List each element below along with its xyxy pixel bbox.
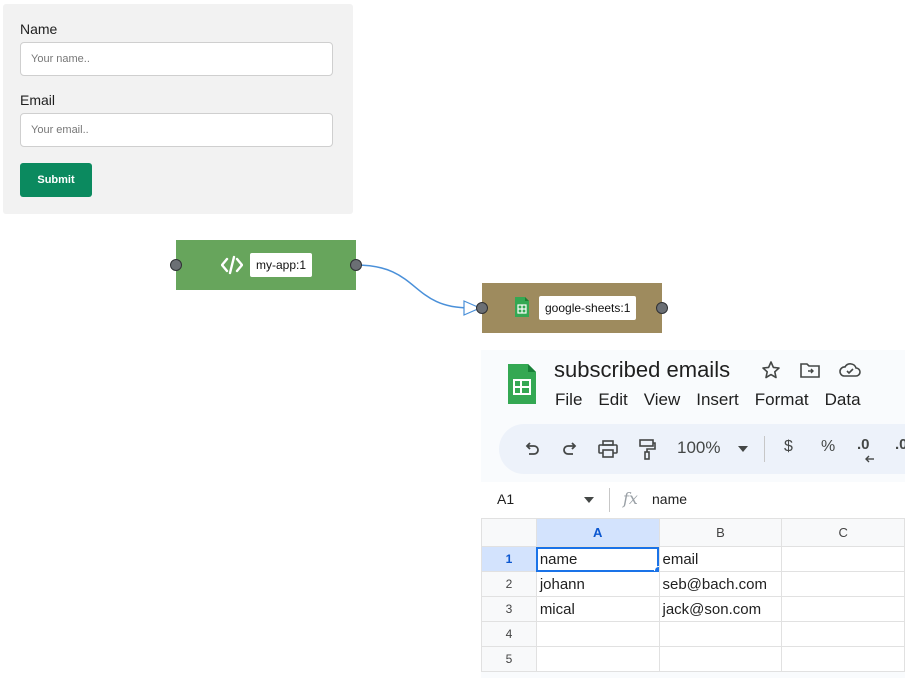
currency-format-button[interactable]: $ bbox=[784, 438, 793, 455]
cell[interactable]: seb@bach.com bbox=[658, 571, 783, 597]
menu-edit[interactable]: Edit bbox=[598, 390, 628, 409]
print-icon[interactable] bbox=[597, 439, 619, 459]
chevron-down-icon[interactable] bbox=[738, 446, 748, 452]
cell[interactable] bbox=[535, 621, 660, 647]
contact-form: Name Email Submit bbox=[3, 4, 353, 214]
star-icon[interactable] bbox=[761, 360, 781, 380]
table-row: 5 bbox=[481, 646, 905, 672]
row-header[interactable]: 3 bbox=[481, 596, 537, 622]
column-header-c[interactable]: C bbox=[781, 518, 905, 547]
cell-text: name bbox=[539, 550, 578, 568]
cell[interactable] bbox=[781, 571, 905, 597]
menu-view[interactable]: View bbox=[643, 390, 681, 409]
formula-input[interactable]: name bbox=[652, 491, 688, 507]
google-sheets-window: subscribed emails File Edit View Insert Form… bbox=[481, 350, 905, 678]
column-header-b[interactable]: B bbox=[658, 518, 783, 547]
submit-button[interactable]: Submit bbox=[20, 163, 92, 197]
menu-insert[interactable]: Insert bbox=[696, 390, 739, 409]
formula-bar: A1 fx name bbox=[481, 482, 905, 518]
zoom-select[interactable]: 100% bbox=[677, 438, 721, 457]
row-header[interactable]: 4 bbox=[481, 621, 537, 647]
percent-format-button[interactable]: % bbox=[821, 438, 836, 455]
toolbar-divider bbox=[764, 436, 765, 462]
table-row: 1 name email bbox=[481, 546, 905, 572]
node-label: my-app:1 bbox=[250, 253, 313, 277]
node-input-port[interactable] bbox=[170, 259, 182, 271]
table-row: 2 johann seb@bach.com bbox=[481, 571, 905, 597]
formula-divider bbox=[609, 488, 610, 512]
increase-decimal-button[interactable]: .0 bbox=[895, 436, 905, 453]
sheets-logo-icon bbox=[508, 364, 536, 404]
cell[interactable] bbox=[781, 546, 905, 572]
email-label: Email bbox=[20, 92, 56, 108]
decrease-decimal-button[interactable]: .0 bbox=[857, 436, 870, 453]
menu-bar: File Edit View Insert Format Data bbox=[555, 390, 877, 410]
cell[interactable]: johann bbox=[535, 571, 660, 597]
cell[interactable]: jack@son.com bbox=[658, 596, 783, 622]
cell[interactable] bbox=[781, 646, 905, 672]
move-folder-icon[interactable] bbox=[799, 361, 821, 379]
cell[interactable] bbox=[658, 646, 783, 672]
row-header[interactable]: 5 bbox=[481, 646, 537, 672]
row-header[interactable]: 2 bbox=[481, 571, 537, 597]
cell[interactable] bbox=[781, 596, 905, 622]
node-input-port[interactable] bbox=[476, 302, 488, 314]
column-header-a[interactable]: A bbox=[535, 518, 660, 547]
sheets-icon bbox=[515, 297, 529, 317]
email-input[interactable] bbox=[20, 113, 333, 147]
fill-handle[interactable] bbox=[653, 566, 659, 571]
cell-a1[interactable]: name bbox=[535, 546, 660, 572]
node-label: google-sheets:1 bbox=[539, 296, 637, 320]
toolbar: 100% $ % .0 .0 bbox=[499, 424, 905, 474]
node-my-app[interactable]: my-app:1 bbox=[170, 240, 362, 290]
code-icon bbox=[221, 255, 243, 275]
name-box[interactable]: A1 bbox=[497, 491, 515, 507]
node-output-port[interactable] bbox=[350, 259, 362, 271]
cell[interactable] bbox=[535, 646, 660, 672]
undo-icon[interactable] bbox=[523, 440, 541, 458]
menu-format[interactable]: Format bbox=[754, 390, 809, 409]
name-label: Name bbox=[20, 21, 58, 37]
paint-format-icon[interactable] bbox=[637, 438, 657, 460]
redo-icon[interactable] bbox=[561, 440, 579, 458]
spreadsheet-grid: A B C 1 name email 2 johann seb@bach.com… bbox=[481, 518, 905, 672]
node-output-port[interactable] bbox=[656, 302, 668, 314]
arrow-left-icon bbox=[865, 455, 874, 463]
cloud-saved-icon[interactable] bbox=[838, 361, 862, 379]
menu-data[interactable]: Data bbox=[824, 390, 861, 409]
name-input[interactable] bbox=[20, 42, 333, 76]
row-header[interactable]: 1 bbox=[481, 546, 537, 572]
cell[interactable] bbox=[658, 621, 783, 647]
document-title[interactable]: subscribed emails bbox=[554, 357, 731, 382]
table-row: 3 mical jack@son.com bbox=[481, 596, 905, 622]
cell[interactable] bbox=[781, 621, 905, 647]
cell[interactable]: mical bbox=[535, 596, 660, 622]
menu-file[interactable]: File bbox=[555, 390, 583, 409]
table-row: 4 bbox=[481, 621, 905, 647]
cell[interactable]: email bbox=[658, 546, 783, 572]
fx-icon: fx bbox=[623, 489, 638, 508]
node-google-sheets[interactable]: google-sheets:1 bbox=[476, 283, 668, 333]
select-all-corner[interactable] bbox=[481, 518, 537, 547]
chevron-down-icon[interactable] bbox=[584, 497, 594, 503]
